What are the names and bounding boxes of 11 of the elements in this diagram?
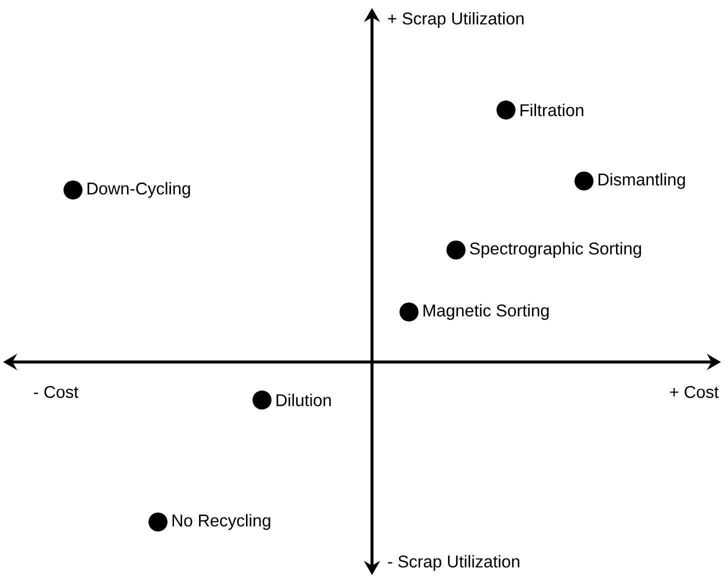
node-label: Dilution <box>276 394 331 406</box>
node-label: Spectrographic Sorting <box>470 242 641 258</box>
axis-label: - Cost <box>34 386 78 398</box>
node-label: Down-Cycling <box>88 182 190 198</box>
axis-label: + Cost <box>670 386 719 398</box>
node-label: Filtration <box>520 104 584 116</box>
axis-label: - Scrap Utilization <box>388 555 520 571</box>
node-label: Magnetic Sorting <box>424 304 549 320</box>
axis-label: + Scrap Utilization <box>388 12 524 28</box>
node-label: No Recycling <box>172 514 270 530</box>
node-label: Dismantling <box>598 173 685 189</box>
